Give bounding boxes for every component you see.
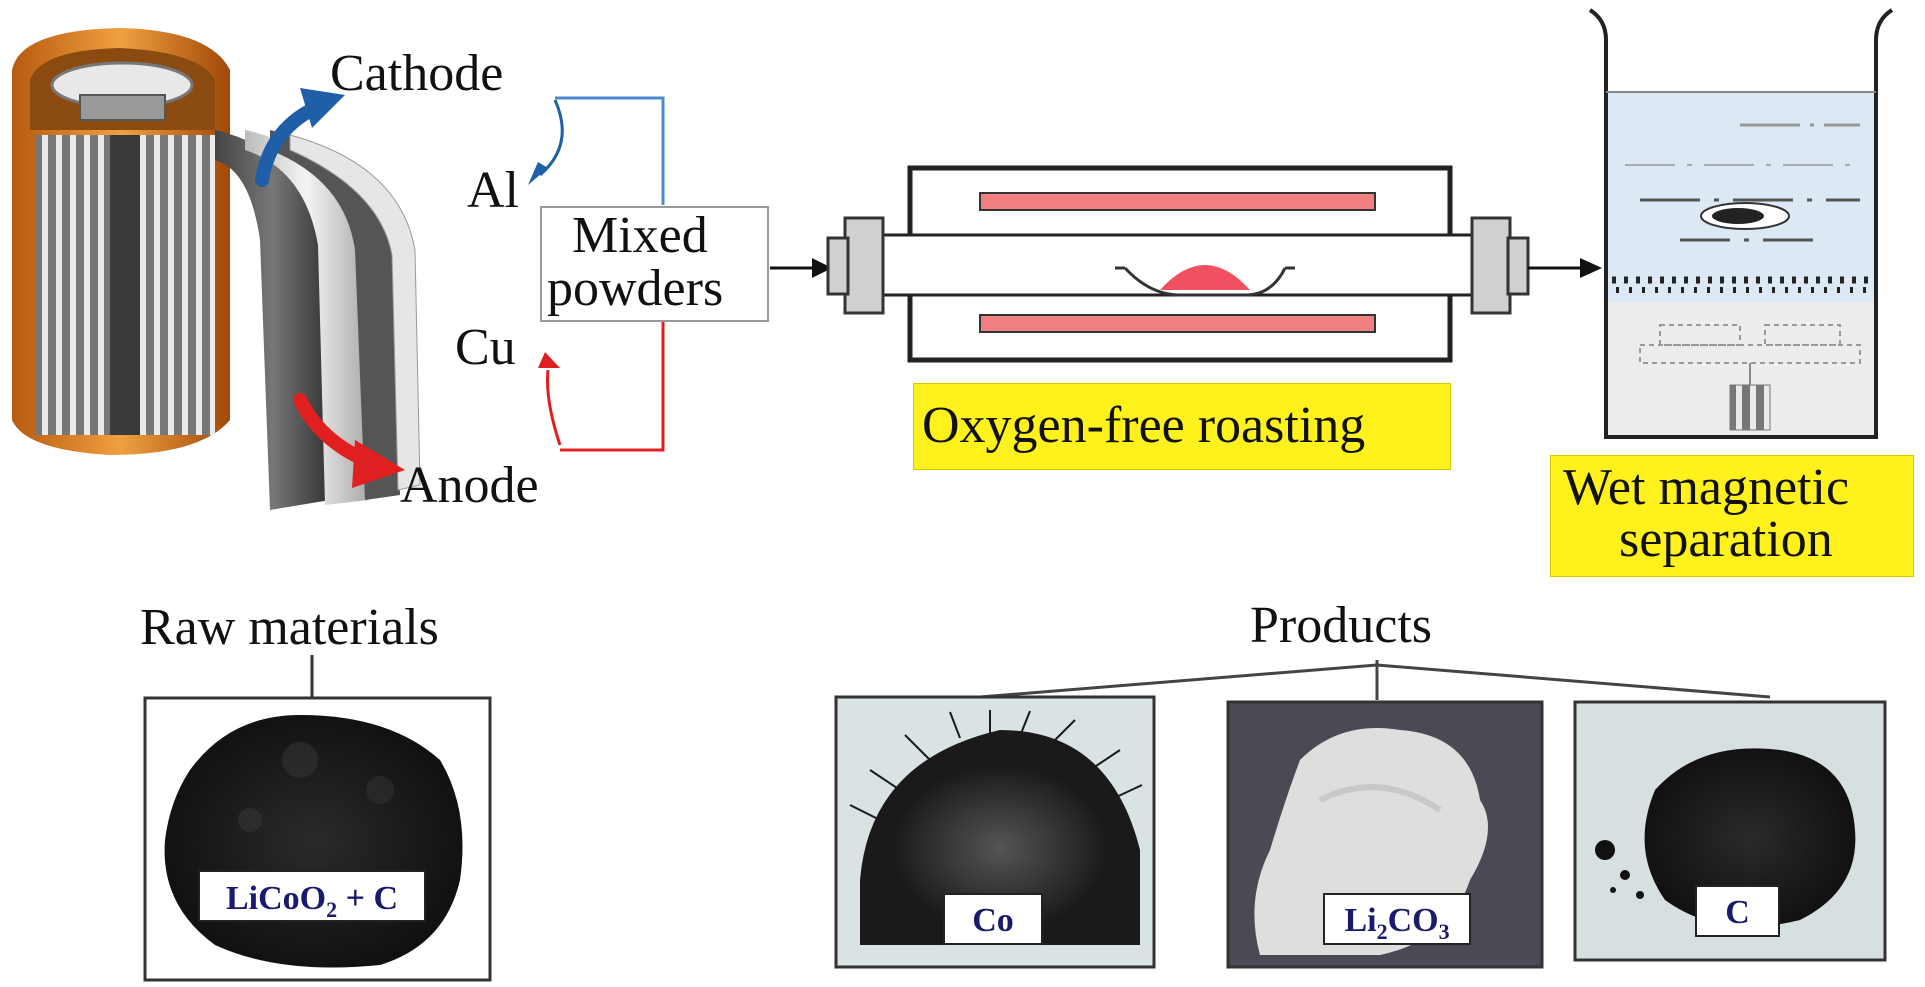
- anode-label: Anode: [400, 457, 539, 514]
- raw-sample-label: LiCoO2 + C: [198, 870, 426, 922]
- wet-line1: Wet magnetic: [1563, 459, 1850, 516]
- tube-furnace-icon: [826, 165, 1530, 363]
- blue-bracket: [555, 96, 665, 205]
- mixed-line2: powders: [547, 260, 724, 317]
- cathode-arrow: [255, 101, 322, 187]
- al-arrow: [539, 99, 564, 177]
- mixed-line1: Mixed: [572, 207, 708, 264]
- cu-arrow: [546, 369, 562, 446]
- roasting-highlight: Oxygen-free roasting: [913, 383, 1451, 470]
- product-label-c: C: [1695, 885, 1780, 937]
- wet-line2: separation: [1619, 511, 1833, 568]
- arrow-to-beaker-head: [1580, 258, 1602, 278]
- raw-materials-title: Raw materials: [140, 599, 439, 656]
- cu-arrowhead: [538, 352, 560, 368]
- product-label-co: Co: [943, 893, 1043, 945]
- al-arrowhead: [528, 162, 548, 185]
- wet-separation-highlight: Wet magnetic separation: [1550, 455, 1914, 577]
- beaker-icon: [1588, 8, 1894, 439]
- red-bracket: [560, 318, 665, 452]
- arrow-to-furnace-head: [812, 258, 832, 278]
- cathode-label: Cathode: [330, 45, 504, 102]
- roasting-label: Oxygen-free roasting: [922, 397, 1366, 454]
- mixed-powders-box: Mixed powders: [540, 206, 769, 322]
- raw-materials-photo: [143, 696, 492, 982]
- products-connector: [979, 660, 1771, 700]
- cathode-arrowhead: [300, 88, 345, 128]
- al-label: Al: [467, 162, 519, 219]
- anode-arrowhead: [352, 440, 405, 488]
- cu-label: Cu: [455, 319, 516, 376]
- products-title: Products: [1250, 597, 1432, 654]
- product-label-li2co3: Li2CO3: [1323, 893, 1471, 945]
